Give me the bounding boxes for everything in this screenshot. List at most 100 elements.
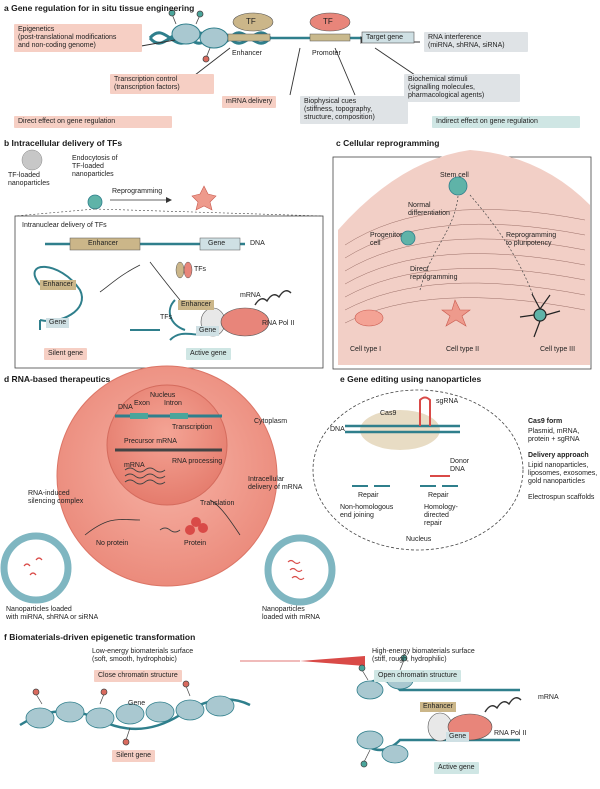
sgrna-label: sgRNA (436, 398, 459, 405)
gene-box: Gene (46, 318, 70, 328)
low-energy-label: Low-energy biomaterials surface (soft, s… (92, 648, 194, 663)
intron-label: Intron (164, 400, 182, 407)
cytoplasm-label: Cytoplasm (254, 418, 288, 425)
reprogramming-label: Reprogramming (112, 188, 163, 195)
direct-repro-label: Direct reprogramming (410, 266, 458, 281)
protein-label: Protein (184, 540, 207, 547)
enhancer-label: Enhancer (88, 240, 118, 247)
tfs-label: TFs (160, 314, 173, 321)
intracellular-mrna-label: Intracellular delivery of mRNA (248, 476, 303, 491)
stem-cell-icon (448, 176, 468, 196)
rnai-box: RNA interference (miRNA, shRNA, siRNA) (424, 32, 528, 52)
dna-label: DNA (118, 404, 133, 411)
nano-mrna-label: Nanoparticles loaded with mRNA (262, 606, 320, 621)
gene-box: Gene (196, 326, 220, 336)
panel-d-graphics (0, 365, 336, 606)
repro-pluri-label: Reprogramming to pluripotency (506, 232, 557, 247)
nucleosome (171, 23, 229, 49)
transcription-label: Transcription (172, 424, 213, 431)
cell-icon (87, 194, 103, 210)
silent-gene-box: Silent gene (112, 750, 156, 762)
high-energy-label: High-energy biomaterials surface (stiff,… (372, 648, 475, 663)
panel-f-title: f Biomaterials-driven epigenetic transfo… (4, 632, 196, 642)
nhej-label: Non-homologous end joining (340, 504, 394, 519)
tf-label: TF (246, 17, 256, 26)
tf-label: TF (323, 17, 333, 26)
repair-label: Repair (428, 492, 449, 499)
no-protein-label: No protein (96, 540, 129, 547)
panel-a-graphics (129, 9, 420, 96)
normal-diff-label: Normal differentiation (408, 202, 450, 217)
precursor-label: Precursor mRNA (124, 438, 177, 445)
cell-type-2-label: Cell type II (446, 346, 480, 353)
cell-type-2-icon (441, 299, 471, 327)
indirect-effect-box: Indirect effect on gene regulation (432, 116, 580, 128)
panel-b-graphics (14, 149, 324, 369)
panel-c-graphics (332, 150, 592, 370)
donor-dna-label: Donor DNA (450, 458, 470, 473)
protein-icon (185, 517, 208, 535)
target-gene-box (361, 31, 415, 44)
delivery-text: Lipid nanoparticles, liposomes, exosomes… (528, 462, 598, 485)
nanoparticle-mrna (264, 534, 336, 606)
cell-type-3-icon (519, 293, 561, 338)
cell-type-3-label: Cell type III (540, 346, 576, 353)
progenitor-cell-icon (400, 230, 416, 246)
repair-label: Repair (358, 492, 379, 499)
transcription-box: Transcription control (transcription fac… (110, 74, 214, 94)
direct-effect-box: Direct effect on gene regulation (14, 116, 172, 128)
epigenetics-box: Epigenetics (post-translational modifica… (14, 24, 142, 52)
silent-gene-box: Silent gene (44, 348, 88, 360)
gene-label: Gene (128, 700, 146, 707)
enhancer-segment (227, 33, 271, 42)
promoter-label: Promoter (312, 50, 341, 57)
nucleus-label: Nucleus (406, 536, 432, 543)
biochemical-box: Biochemical stimuli (signalling molecule… (404, 74, 520, 102)
panel-d-title: d RNA-based therapeutics (4, 374, 111, 384)
closed-chromatin (19, 680, 251, 746)
mrna-delivery-box: mRNA delivery (222, 96, 277, 108)
tfs-label: TFs (194, 266, 207, 273)
gene-label: Gene (208, 240, 226, 247)
panel-c-title: c Cellular reprogramming (336, 138, 440, 148)
electrospun-text: Electrospun scaffolds (528, 494, 595, 501)
tf-shape (232, 12, 274, 32)
cas9-form-title: Cas9 form (528, 418, 563, 425)
cas9-shape (360, 410, 440, 450)
enhancer-box: Enhancer (40, 280, 76, 290)
progenitor-label: Progenitor cell (370, 232, 403, 247)
processing-label: RNA processing (172, 458, 223, 465)
translation-label: Translation (200, 500, 235, 507)
mrna-label: mRNA (240, 292, 261, 299)
rna-pol-ii-shape (220, 307, 270, 337)
epigenetic-landscape (338, 150, 590, 365)
risc-label: RNA-induced silencing complex (28, 490, 84, 505)
stem-cell-label: Stem cell (440, 172, 469, 179)
mrna-label: mRNA (124, 462, 145, 469)
nanoparticle (21, 149, 43, 171)
rna-pol-label: RNA Pol II (494, 730, 527, 737)
enhancer-box: Enhancer (420, 702, 456, 712)
enhancer-box: Enhancer (178, 300, 214, 310)
gene-box: Gene (446, 732, 470, 742)
tf-nano-label: TF-loaded nanoparticles (8, 172, 50, 187)
target-gene-label: Target gene (366, 34, 403, 41)
nano-mirna-label: Nanoparticles loaded with miRNA, shRNA o… (6, 606, 99, 621)
dna-label: DNA (330, 426, 345, 433)
intranuclear-label: Intranuclear delivery of TFs (22, 222, 107, 229)
nucleus-label: Nucleus (150, 392, 176, 399)
promoter-segment (309, 33, 351, 42)
cell-type-1-label: Cell type I (350, 346, 382, 353)
close-chromatin-box: Close chromatin structure (94, 670, 182, 682)
rna-pol-label: RNA Pol II (262, 320, 295, 327)
exon-label: Exon (134, 400, 150, 407)
active-gene-box: Active gene (434, 762, 479, 774)
endocytosis-label: Endocytosis of TF-loaded nanoparticles (72, 155, 118, 178)
panel-e-graphics (312, 389, 524, 551)
cas9-label: Cas9 (380, 410, 397, 417)
panel-a-title: a Gene regulation for in situ tissue eng… (4, 3, 195, 13)
panel-b-title: b Intracellular delivery of TFs (4, 138, 123, 148)
neuron-cell-icon (191, 185, 217, 211)
nanoparticle-mirna (0, 532, 72, 604)
